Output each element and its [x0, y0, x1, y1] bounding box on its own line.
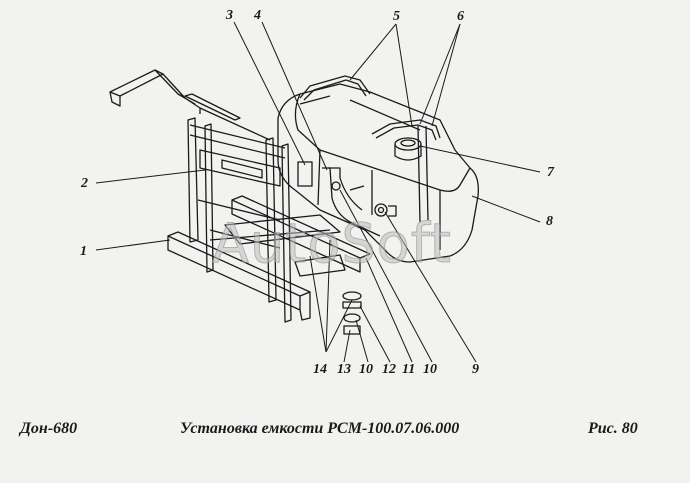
callout-2: 2 [81, 176, 88, 191]
frame-posts [187, 117, 292, 323]
callout-5: 5 [393, 9, 400, 24]
watermark: AutoSoft [212, 212, 452, 276]
callout-9: 9 [472, 362, 479, 377]
callout-11: 11 [402, 362, 416, 377]
callout-4: 4 [254, 8, 261, 23]
callout-6: 6 [457, 9, 464, 24]
tank-straps [299, 75, 441, 223]
callout-1: 1 [80, 244, 87, 259]
tank [277, 83, 479, 263]
callout-12: 12 [382, 362, 396, 377]
leader-lines [95, 21, 541, 363]
frame-bracket [109, 69, 271, 141]
callout-3: 3 [226, 8, 233, 23]
tank-fittings [297, 161, 397, 237]
figure-number: Рис. 80 [588, 420, 638, 437]
frame-base [167, 195, 371, 321]
assembly-drawing [95, 21, 541, 363]
callout-7: 7 [547, 165, 554, 180]
figure-title: Установка емкости РСМ-100.07.06.000 [180, 420, 460, 437]
callout-10-right: 10 [423, 362, 437, 377]
callout-8: 8 [546, 214, 553, 229]
filler-cap [394, 137, 422, 161]
callout-13: 13 [337, 362, 351, 377]
callout-10-left: 10 [359, 362, 373, 377]
model-label: Дон-680 [20, 420, 78, 437]
callout-14: 14 [313, 362, 327, 377]
